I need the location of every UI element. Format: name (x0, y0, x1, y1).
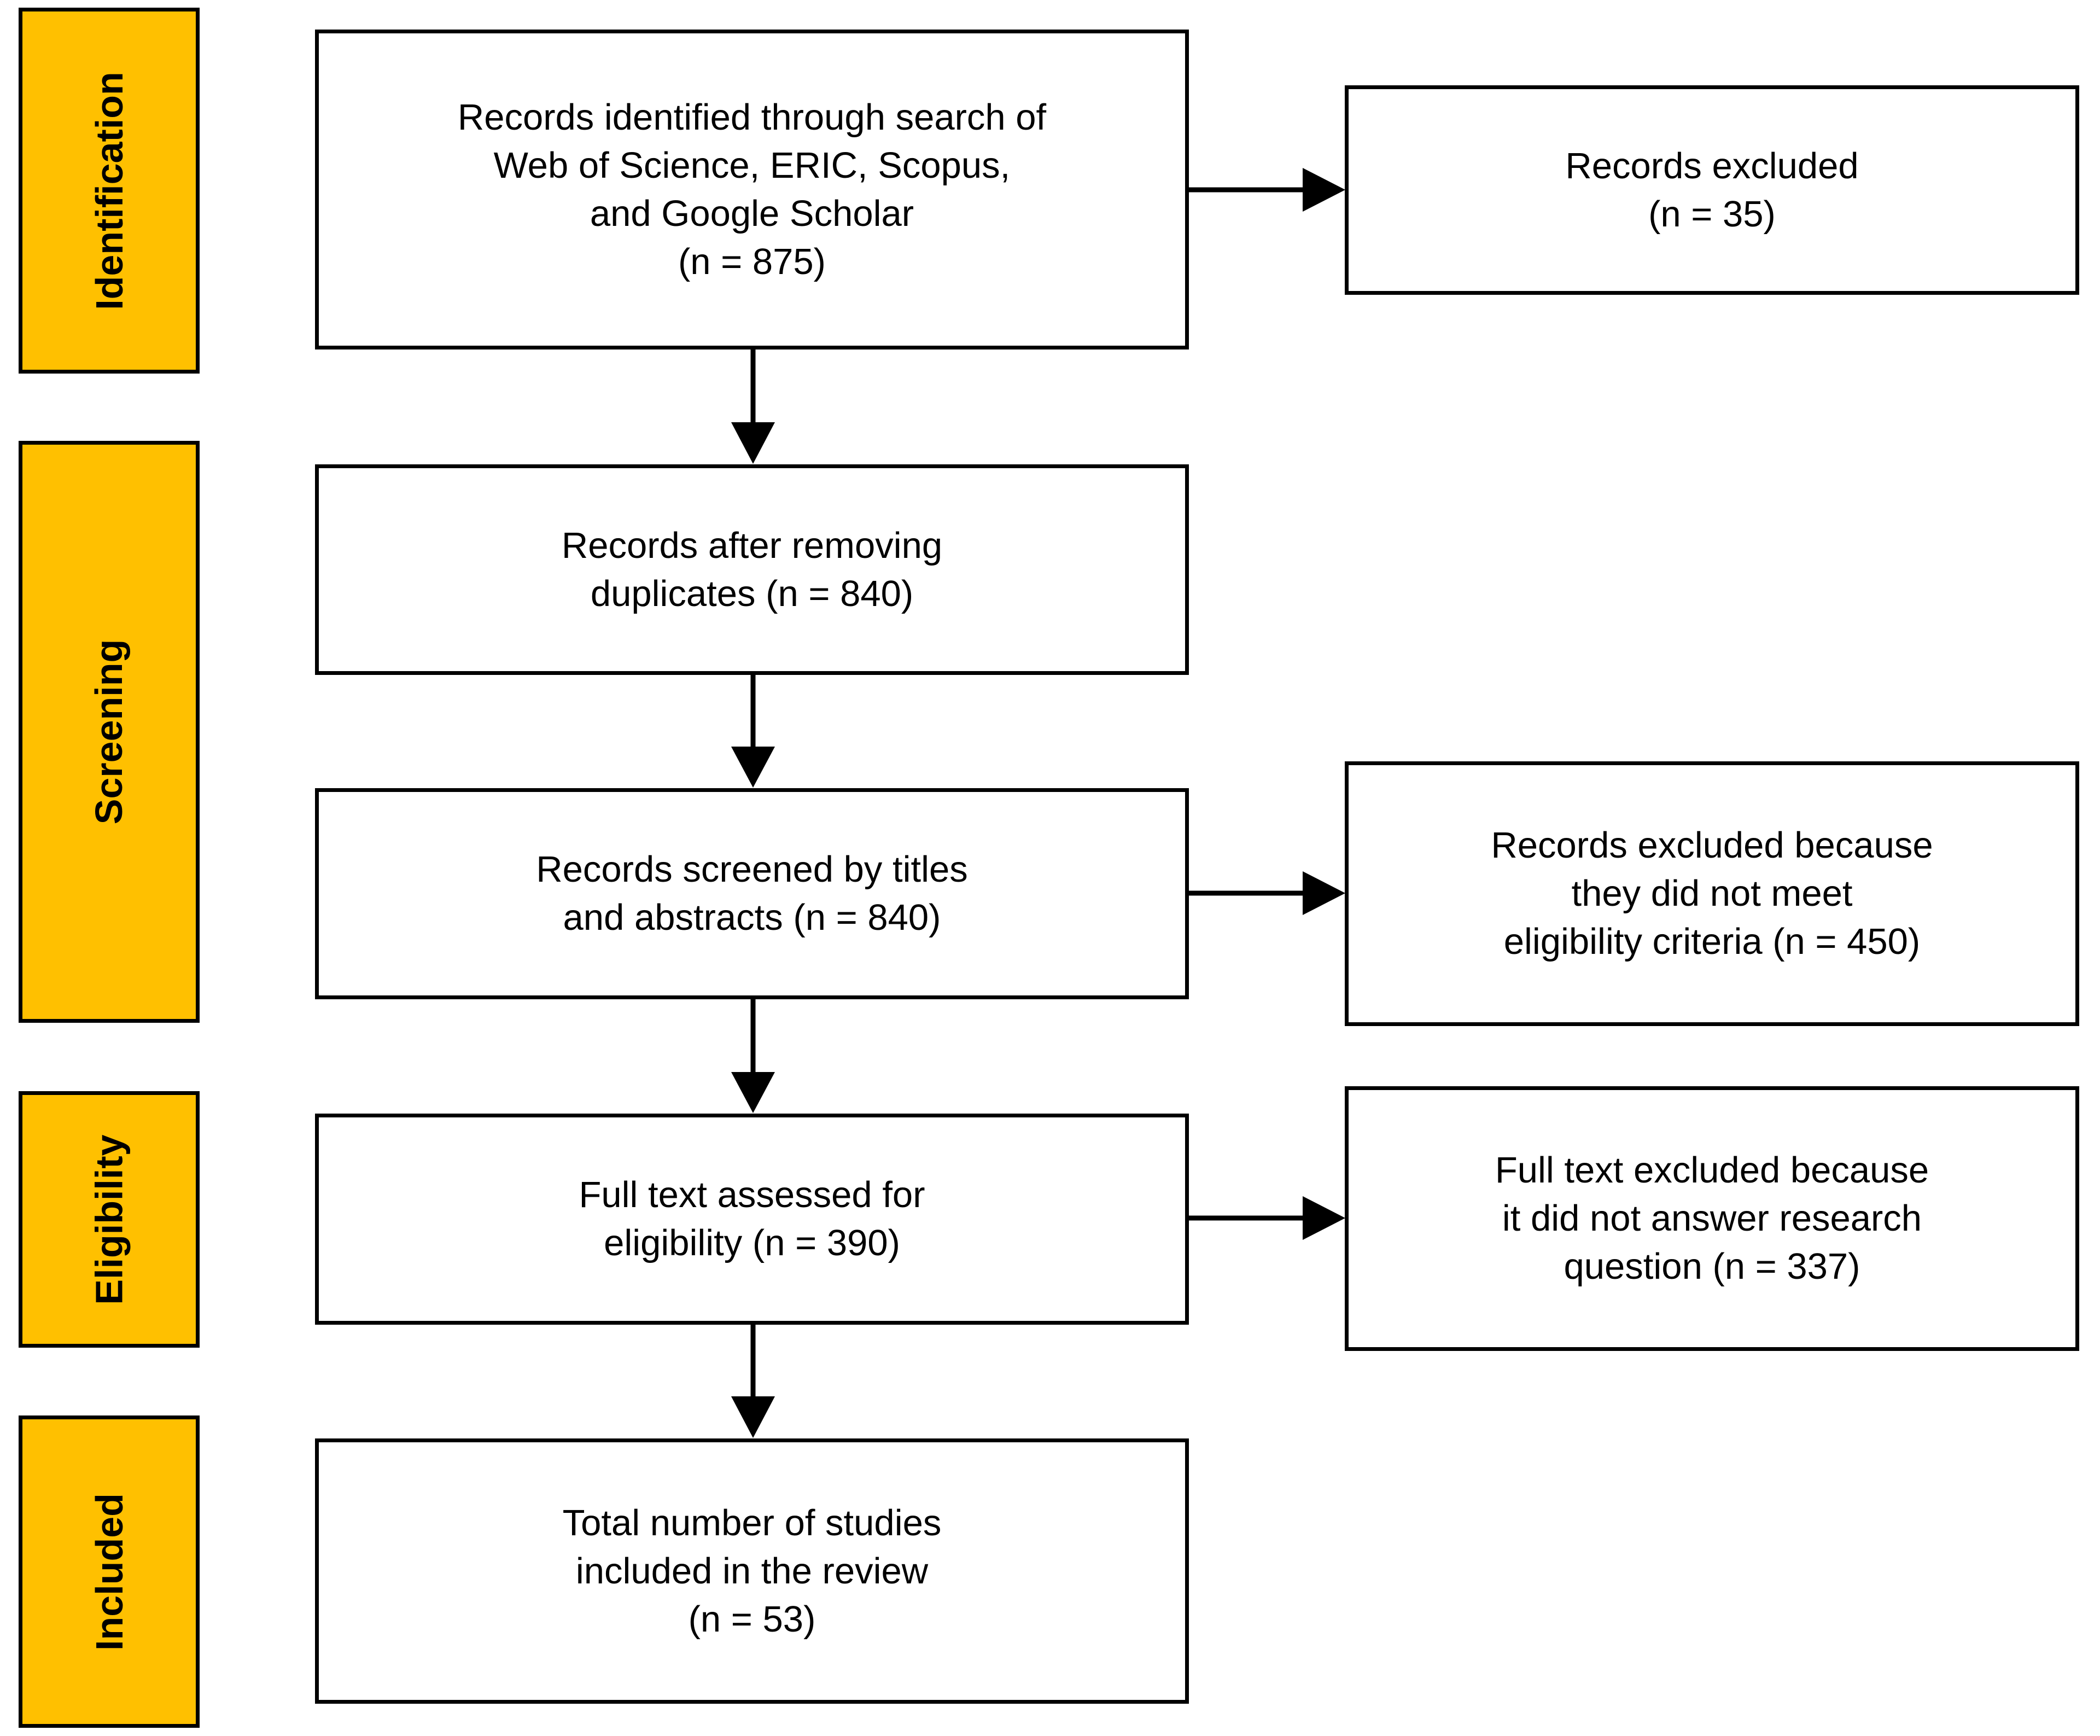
box-records-screened: Records screened by titles and abstracts… (315, 788, 1189, 999)
box-full-text-assessed: Full text assessed for eligibility (n = … (315, 1114, 1189, 1325)
box-full-text-excluded: Full text excluded because it did not an… (1345, 1086, 2079, 1351)
phase-included: Included (19, 1415, 200, 1728)
arrowhead-down-3 (731, 1072, 775, 1113)
arrowhead-down-1 (731, 422, 775, 464)
box-full-text-assessed-text: Full text assessed for eligibility (n = … (579, 1174, 925, 1263)
arrowhead-down-4 (731, 1396, 775, 1438)
box-studies-included-text: Total number of studies included in the … (562, 1502, 942, 1640)
box-records-identified: Records identified through search of Web… (315, 30, 1189, 349)
arrowhead-right-3 (1303, 1196, 1345, 1240)
box-records-screened-text: Records screened by titles and abstracts… (536, 849, 968, 938)
phase-eligibility: Eligibility (19, 1091, 200, 1348)
phase-screening: Screening (19, 441, 200, 1023)
arrowhead-right-2 (1303, 871, 1345, 915)
box-studies-included: Total number of studies included in the … (315, 1438, 1189, 1704)
arrowhead-right-1 (1303, 168, 1345, 212)
box-records-after-duplicates-text: Records after removing duplicates (n = 8… (561, 525, 943, 614)
box-records-identified-text: Records identified through search of Web… (457, 96, 1047, 282)
box-records-excluded-screening-text: Records excluded because they did not me… (1491, 825, 1933, 962)
box-records-excluded: Records excluded (n = 35) (1345, 85, 2079, 295)
phase-identification: Identification (19, 8, 200, 374)
box-records-after-duplicates: Records after removing duplicates (n = 8… (315, 464, 1189, 675)
arrowhead-down-2 (731, 747, 775, 788)
box-full-text-excluded-text: Full text excluded because it did not an… (1495, 1150, 1929, 1287)
box-records-excluded-screening: Records excluded because they did not me… (1345, 761, 2079, 1026)
box-records-excluded-text: Records excluded (n = 35) (1565, 145, 1859, 235)
